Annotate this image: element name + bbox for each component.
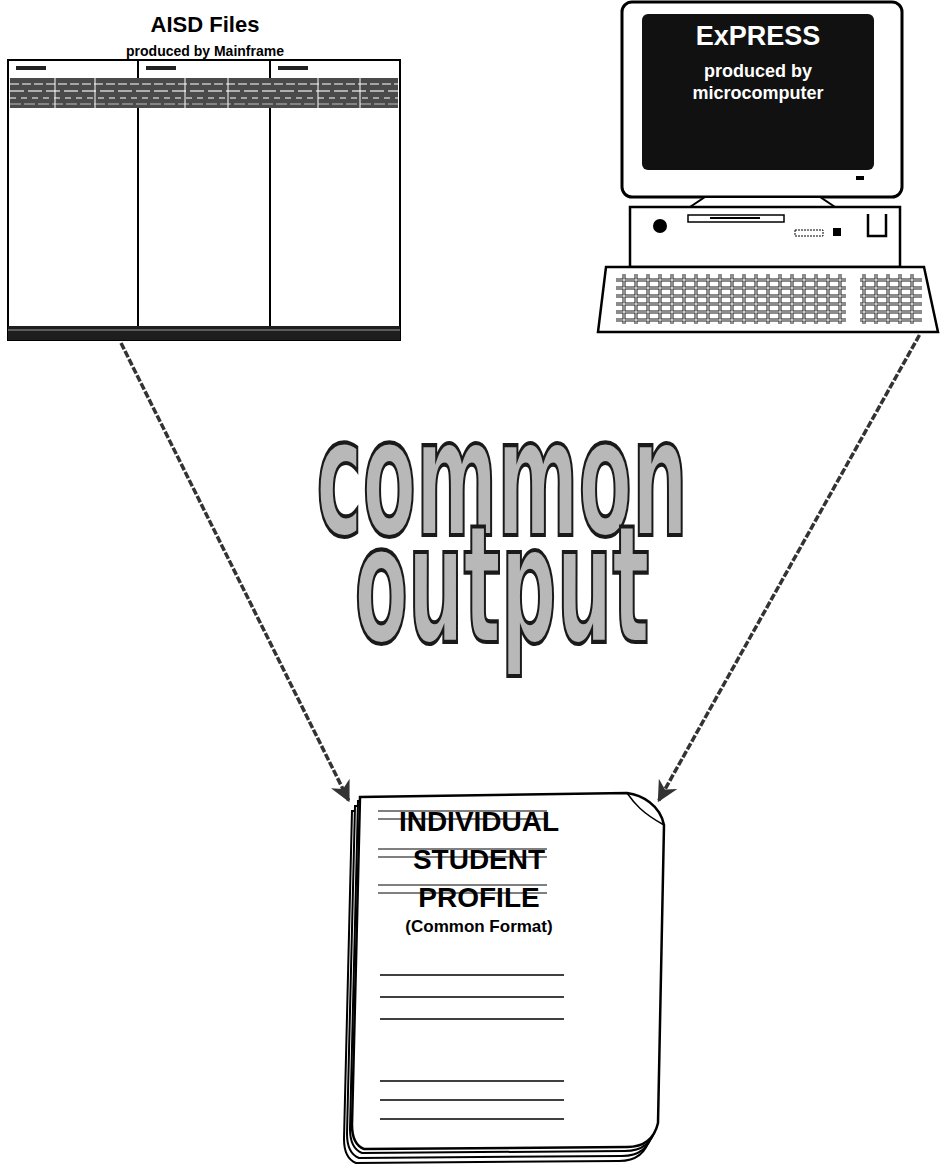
microcomputer-source: ExPRESS produced by microcomputer	[598, 0, 940, 335]
band-tick	[228, 78, 229, 108]
cabinet-base-line	[8, 330, 400, 331]
keyboard	[598, 267, 938, 332]
text-rule	[380, 974, 564, 976]
band-tick	[318, 78, 319, 108]
node-title: INDIVIDUAL STUDENT PROFILE	[374, 803, 584, 917]
node-title: ExPRESS	[658, 20, 858, 52]
drive-slot-detail	[710, 217, 760, 219]
band-tick	[360, 78, 361, 108]
flow-arrow	[659, 335, 920, 800]
text-rule	[380, 1018, 564, 1020]
keypad-keys	[860, 274, 922, 324]
flow-arrow	[121, 343, 349, 800]
monitor-frame	[622, 2, 902, 197]
drive-slot	[688, 215, 784, 222]
node-title: AISD Files	[5, 12, 405, 38]
cabinet-body	[8, 60, 400, 340]
node-subtitle: produced by Mainframe	[5, 43, 405, 60]
cabinet-light	[16, 66, 46, 70]
indicator	[833, 228, 841, 236]
mainframe-source: AISD Files produced by Mainframe	[5, 8, 405, 343]
text-rule	[380, 1080, 564, 1082]
monitor-button	[856, 176, 864, 180]
node-subtitle: (Common Format)	[374, 917, 584, 937]
band-tick	[95, 78, 96, 108]
big-label: common output	[282, 426, 722, 640]
text-rule	[380, 996, 564, 998]
vent	[795, 230, 823, 236]
keyboard-keys	[616, 274, 846, 324]
band-stripe	[10, 83, 398, 84]
cabinet-light	[146, 66, 176, 70]
node-subtitle: produced by microcomputer	[673, 60, 843, 104]
document-outline	[342, 785, 672, 1170]
text-rule	[380, 1118, 564, 1120]
band-stripe	[10, 97, 398, 98]
document-output: INDIVIDUAL STUDENT PROFILE(Common Format…	[342, 785, 672, 1170]
cabinet-light	[278, 66, 308, 70]
system-unit	[630, 207, 900, 267]
power-button	[653, 219, 667, 233]
band-stripe	[10, 103, 398, 104]
page-curl	[627, 793, 664, 825]
document-page	[352, 793, 664, 1149]
unit-handle	[868, 214, 886, 236]
cabinet-base	[8, 326, 400, 340]
band-tick	[55, 78, 56, 108]
band-stripe	[10, 90, 398, 92]
cabinet-band	[10, 78, 398, 108]
monitor-screen	[642, 14, 874, 170]
monitor-stand	[690, 197, 835, 207]
band-tick	[185, 78, 186, 108]
text-rule	[380, 1099, 564, 1101]
